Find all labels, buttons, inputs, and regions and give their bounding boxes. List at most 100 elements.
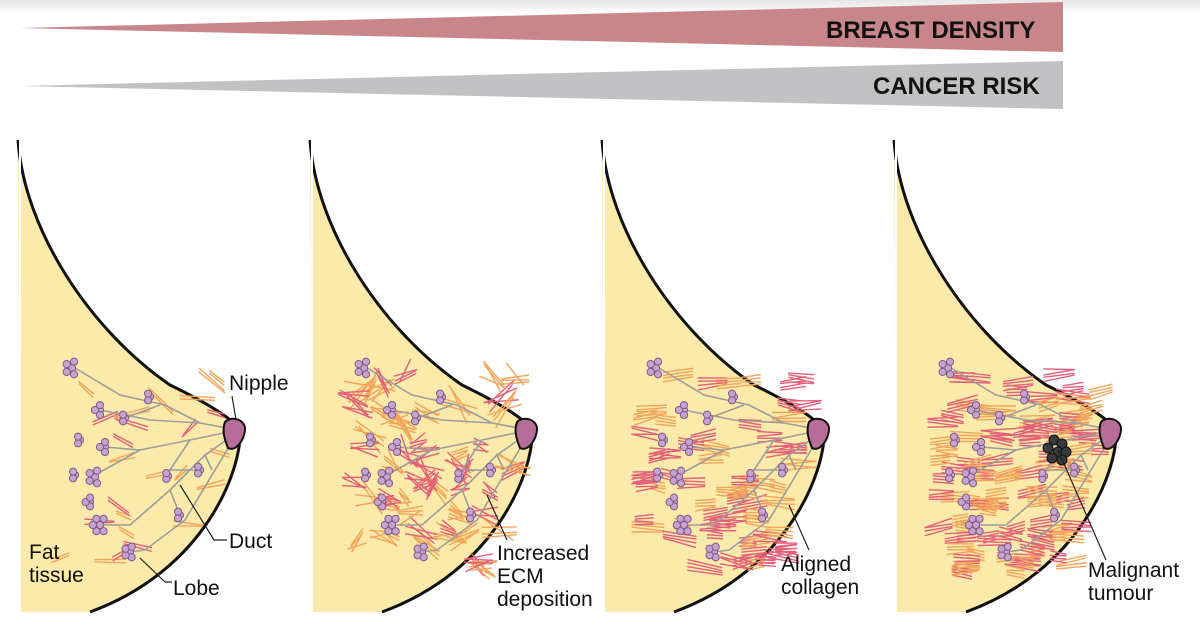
collagen-fibre: [690, 438, 717, 444]
collagen-fibre: [450, 487, 471, 491]
collagen-fibre: [1061, 528, 1092, 533]
collagen-fibre: [123, 540, 153, 549]
lobe-acinus: [92, 466, 102, 475]
collagen-fibre: [389, 424, 416, 434]
collagen-fibre: [737, 491, 758, 496]
collagen-fibre: [1089, 391, 1113, 401]
lobe-acinus: [727, 396, 737, 405]
collagen-fibre: [1062, 417, 1093, 422]
collagen-fibre: [371, 405, 392, 418]
aligned-collagen-label: Aligned collagen: [781, 553, 859, 599]
collagen-fibre: [1061, 522, 1092, 527]
collagen-fibre: [788, 374, 815, 380]
lobe: [410, 410, 422, 426]
lobe: [143, 389, 155, 405]
collagen-fibre: [980, 427, 1015, 432]
collagen-fibre: [367, 386, 395, 401]
lobe-acinus: [95, 400, 105, 410]
collagen-fibre: [977, 501, 1008, 504]
lobe-acinus: [669, 476, 678, 485]
collagen-fibre: [440, 527, 457, 535]
lobe-acinus: [968, 514, 977, 523]
collagen-fibre: [731, 483, 759, 487]
duct: [129, 431, 239, 553]
collagen-fibre: [940, 409, 964, 416]
collagen-fibre: [775, 553, 797, 556]
collagen-fibre: [498, 452, 528, 477]
collagen-fibre: [716, 380, 742, 383]
lobe-acinus: [676, 466, 686, 475]
duct-tree: [366, 367, 531, 553]
collagen-fibre: [344, 472, 365, 489]
collagen-fibre: [364, 378, 377, 406]
collagen-fibre: [635, 481, 658, 486]
lobe-acinus: [968, 466, 978, 475]
lobe-acinus: [99, 514, 108, 523]
collagen-fibre: [1066, 497, 1086, 503]
collagen-fibre: [649, 447, 682, 452]
collagen-fibre: [928, 491, 955, 496]
collagen-fibre: [339, 389, 368, 407]
lobe-acinus: [360, 474, 370, 483]
collagen-fibre: [655, 419, 677, 425]
lobe-acinus: [193, 469, 203, 478]
collagen-fibre: [1053, 423, 1075, 428]
collagen-fibre: [396, 501, 413, 505]
lobe-acinus: [938, 360, 947, 369]
collagen-fibre: [983, 535, 999, 541]
collagen-fibre: [485, 365, 502, 393]
collagen-fibre: [946, 398, 978, 407]
lobe-acinus: [938, 367, 947, 376]
collagen-fibre: [389, 421, 416, 431]
lobe: [68, 467, 80, 483]
lobe-acinus: [676, 527, 685, 536]
collagen-fibre: [994, 478, 1021, 485]
collagen-fibre: [995, 472, 1024, 479]
lobe-acinus: [62, 367, 71, 376]
aligned-collagen-line-1: Aligned: [781, 553, 852, 576]
collagen-fibre: [947, 394, 978, 405]
lobe-acinus: [118, 410, 128, 419]
lobe-acinus: [377, 493, 387, 502]
collagen-fibre: [930, 456, 951, 461]
lobe-acinus: [377, 469, 386, 478]
collagen-fibre: [1018, 436, 1050, 441]
lobe: [73, 432, 85, 448]
collagen-fibre: [399, 509, 422, 525]
collagen-fibre: [716, 382, 742, 387]
lobe: [971, 437, 986, 457]
lobe: [90, 400, 105, 420]
collagen-fibre: [440, 524, 457, 533]
lobe-acinus: [85, 493, 95, 502]
collagen-fibre: [998, 531, 1023, 535]
collagen-fibre: [726, 499, 750, 505]
lobe-acinus: [652, 474, 662, 483]
collagen-fibre: [1022, 422, 1058, 431]
collagen-fibre: [381, 465, 406, 474]
lobe-acinus: [162, 469, 171, 478]
collagen-fibre: [768, 553, 799, 562]
collagen-fibre: [777, 402, 802, 409]
collagen-fibre: [1018, 565, 1035, 569]
collagen-fibre: [451, 454, 468, 463]
lobe: [377, 466, 394, 488]
collagen-fibre: [1006, 384, 1028, 389]
lobe-acinus: [968, 479, 978, 488]
lobe: [669, 466, 686, 488]
lobe: [966, 400, 981, 420]
collagen-fibre: [981, 457, 1014, 461]
collagen-fibre: [985, 486, 1007, 492]
duct: [391, 409, 493, 424]
collagen-fibre: [1017, 489, 1047, 498]
lobe-acinus: [435, 389, 445, 398]
duct: [683, 409, 785, 424]
collagen-fibre: [930, 459, 951, 463]
collagen-fibre: [1010, 553, 1042, 557]
collagen-fibre: [761, 499, 796, 502]
collagen-fibre: [107, 496, 130, 514]
lobe: [961, 466, 978, 488]
lobe: [1069, 462, 1081, 478]
collagen-fibre: [371, 408, 391, 422]
collagen-fibre: [636, 412, 667, 417]
duct: [416, 404, 453, 419]
